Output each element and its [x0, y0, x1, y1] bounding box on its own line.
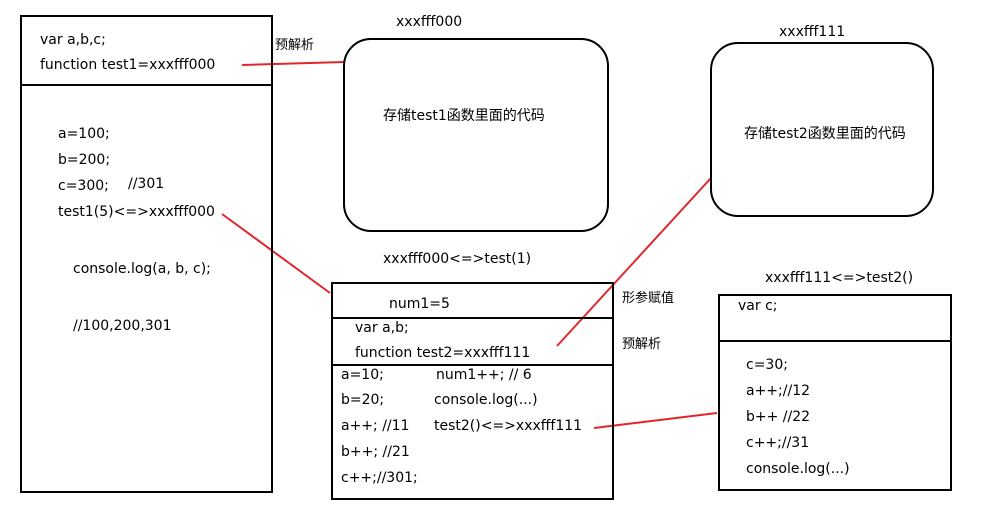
global-line-a: a=100;	[58, 126, 110, 142]
heap-address-test1: xxxfff000	[396, 14, 463, 30]
test2-call-label: xxxfff111<=>test2()	[765, 270, 914, 286]
heap-text-test2: 存储test2函数里面的代码	[744, 126, 906, 142]
test2-scope-divider	[718, 340, 952, 342]
test1-num1-inc: num1++; // 6	[436, 367, 532, 383]
test2-line-b-inc: b++ //22	[746, 409, 811, 425]
test1-console-log: console.log(...)	[434, 392, 538, 408]
test1-line-b-inc: b++; //21	[341, 444, 410, 460]
test1-function-decl: function test2=xxxfff111	[355, 345, 531, 361]
test2-line-a-inc: a++;//12	[746, 383, 811, 399]
global-function-decl: function test1=xxxfff000	[40, 57, 216, 73]
heap-address-test2: xxxfff111	[779, 24, 846, 40]
global-line-b: b=200;	[58, 152, 111, 168]
test1-scope-box	[331, 282, 614, 500]
preparse-label-mid: 预解析	[622, 337, 662, 352]
preparse-label-top: 预解析	[275, 38, 315, 53]
test2-line-c: c=30;	[746, 357, 788, 373]
global-line-c: c=300;	[58, 178, 109, 194]
global-test1-call: test1(5)<=>xxxfff000	[58, 204, 215, 220]
heap-box-test2	[710, 42, 934, 217]
test2-var-decl: var c;	[738, 298, 778, 314]
test1-call-label: xxxfff000<=>test(1)	[383, 251, 532, 267]
test2-scope-box	[718, 294, 952, 491]
test2-console-log: console.log(...)	[746, 461, 850, 477]
test1-line-c-inc: c++;//301;	[341, 470, 418, 486]
test1-scope-divider-1	[331, 317, 614, 319]
global-var-decl: var a,b,c;	[40, 32, 106, 48]
heap-box-test1	[343, 38, 609, 232]
global-scope-box	[20, 15, 273, 493]
test1-test2-call: test2()<=>xxxfff111	[434, 418, 583, 434]
test1-line-a-inc: a++; //11	[341, 418, 410, 434]
param-assign-label: 形参赋值	[622, 291, 675, 306]
test2-line-c-inc: c++;//31	[746, 435, 810, 451]
test1-scope-divider-2	[331, 364, 614, 366]
test1-var-decl: var a,b;	[355, 320, 409, 336]
connector-test1-call-to-scope	[221, 213, 331, 294]
global-output-comment: //100,200,301	[73, 318, 172, 334]
test1-param: num1=5	[389, 296, 450, 312]
connector-test1-def-to-heap	[241, 61, 345, 66]
test1-line-b: b=20;	[341, 392, 385, 408]
global-comment-c: //301	[128, 176, 165, 192]
global-scope-divider	[20, 84, 273, 86]
heap-text-test1: 存储test1函数里面的代码	[383, 108, 545, 124]
global-console-log: console.log(a, b, c);	[73, 261, 211, 277]
test1-line-a: a=10;	[341, 367, 384, 383]
connector-test2-call-to-scope	[593, 412, 718, 429]
